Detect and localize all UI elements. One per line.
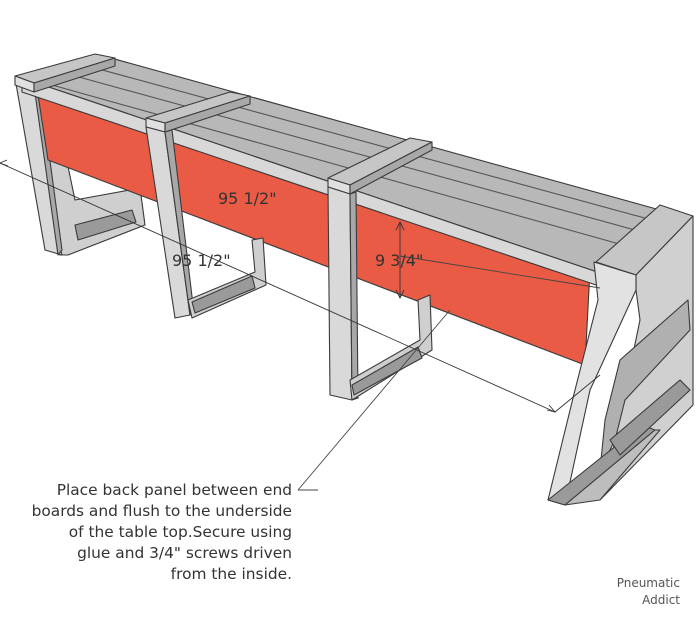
- assembly-instruction-callout: Place back panel between end boards and …: [31, 481, 292, 583]
- height-arrowhead-bottom: [395, 289, 405, 300]
- height-arrowhead-top: [395, 220, 405, 231]
- top-brace-right: [327, 137, 433, 195]
- top-brace-left: [14, 53, 116, 93]
- panel-height-label: 9 3/4": [375, 251, 423, 270]
- length-dimension-line: [0, 162, 556, 413]
- panel-length-label-upper: 95 1/2": [218, 189, 277, 208]
- dimension-lines: [0, 159, 601, 491]
- right-extension-line: [554, 374, 601, 413]
- middle-leg-left: [145, 126, 267, 319]
- top-brace-middle: [145, 91, 251, 133]
- height-leader: [399, 255, 601, 289]
- callout-leader-line: [297, 309, 451, 491]
- pneumatic-addict-watermark: Pneumatic Addict: [616, 576, 680, 607]
- panel-length-label-lower: 95 1/2": [172, 251, 231, 270]
- middle-leg-right: [327, 186, 433, 401]
- right-end-leg: [547, 204, 694, 506]
- left-arrowhead: [0, 159, 9, 167]
